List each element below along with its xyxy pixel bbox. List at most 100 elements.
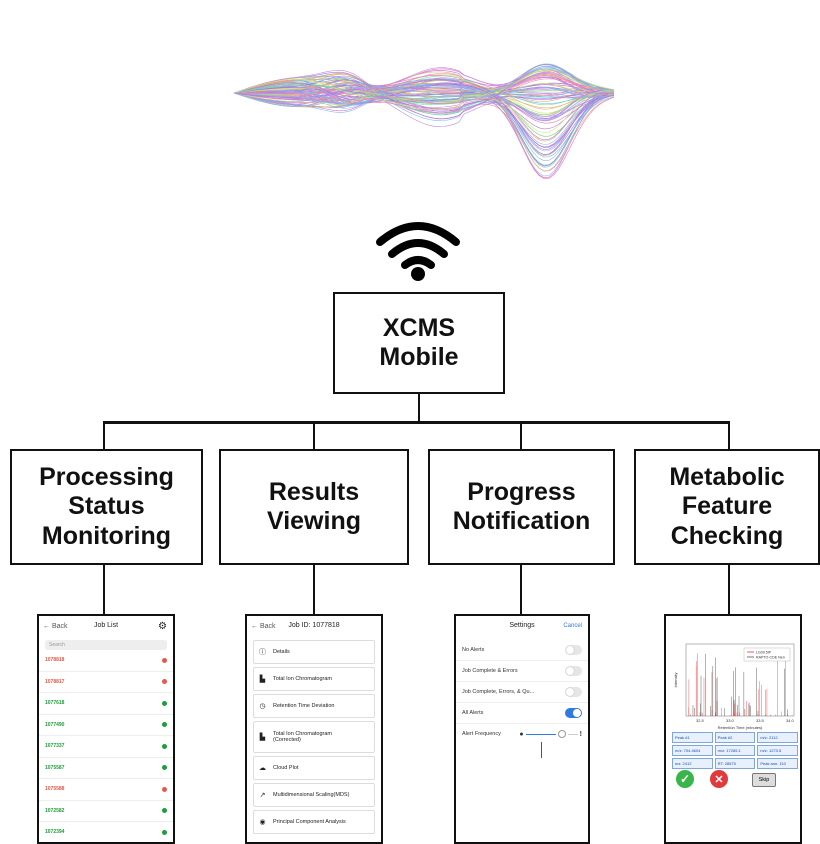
info-icon: ⓘ	[259, 649, 266, 656]
job-id: 1077337	[45, 743, 65, 750]
ok-status-icon	[162, 743, 167, 749]
job-id: 1078817	[45, 678, 65, 685]
alert-toggle[interactable]	[565, 708, 582, 718]
feature-table-cell: m/z: 2112	[757, 732, 798, 743]
back-label: Back	[259, 623, 276, 630]
skip-button[interactable]: Skip	[752, 773, 776, 787]
settings-row-label: No Alerts	[462, 647, 485, 653]
back-label: Back	[51, 623, 68, 630]
alert-frequency-label: Alert Frequency	[462, 731, 501, 737]
results-item-label: Total Ion Chromatogram	[273, 676, 332, 682]
x-tick-label: 34.0	[786, 718, 795, 723]
feature-table-cell: Peak ann. 110	[757, 758, 798, 769]
feature-table-cell: Peak #1	[672, 732, 713, 743]
frequency-slider[interactable]: ● !	[519, 730, 582, 738]
node-processing-status: Processing Status Monitoring	[10, 449, 203, 565]
results-item-label: Cloud Plot	[273, 765, 299, 771]
connector-child-3	[520, 421, 522, 450]
results-list: ⓘ Details ▙ Total Ion Chromatogram ◷Retentio…	[247, 640, 381, 834]
x-tick-label: 33.5	[756, 718, 765, 723]
ok-status-icon	[162, 765, 167, 771]
root-node: XCMS Mobile	[333, 292, 505, 394]
job-row[interactable]: 1077490	[39, 715, 173, 736]
phone-header: ← Back Job List ⚙	[39, 616, 173, 640]
ok-status-icon	[162, 829, 167, 835]
legend-entry: LG09.5iP	[756, 651, 772, 655]
bar-chart-icon: ▙	[259, 676, 266, 683]
node-label: Processing Status Monitoring	[39, 462, 174, 550]
node-label: Progress Notification	[452, 477, 591, 536]
settings-row-label: Job Complete & Errors	[462, 668, 518, 674]
y-axis-label: Intensity	[673, 673, 678, 688]
results-item-label: Multidimensional Scaling(MDS)	[273, 792, 350, 798]
results-item[interactable]: ⓘ Details	[253, 640, 375, 664]
back-button[interactable]: ← Back	[251, 623, 276, 630]
close-icon: ✕	[714, 773, 724, 786]
node-metabolic-feature: Metabolic Feature Checking	[634, 449, 820, 565]
results-item[interactable]: ↗ Multidimensional Scaling(MDS)	[253, 783, 375, 807]
job-row[interactable]: 1075588	[39, 779, 173, 801]
phone-title: Job List	[93, 622, 119, 629]
chromatogram-overlay-plot	[233, 63, 615, 179]
connector-horizontal	[103, 421, 730, 424]
settings-row: Job Complete & Errors	[456, 661, 588, 682]
alert-toggle[interactable]	[565, 645, 582, 655]
job-row[interactable]: 1078817	[39, 672, 173, 693]
settings-row-label: Job Complete, Errors, & Qu...	[462, 689, 535, 695]
feature-table-cell: m/z: 704.4604	[672, 745, 713, 756]
trend-icon: ↗	[259, 792, 266, 799]
connector-phone-2	[313, 565, 315, 615]
bar-chart-icon: ▙	[259, 734, 266, 741]
phone-header: ← Back Job ID: 1077818	[247, 616, 381, 640]
job-row[interactable]: 1077618	[39, 693, 173, 715]
reject-button[interactable]: ✕	[710, 770, 728, 788]
results-item[interactable]: ▙ Total Ion Chromatogram	[253, 667, 375, 691]
error-status-icon	[162, 657, 167, 663]
job-row[interactable]: 1072582	[39, 801, 173, 822]
approve-button[interactable]: ✓	[676, 770, 694, 788]
search-input[interactable]: Search	[45, 640, 167, 650]
job-id: 1075588	[45, 786, 65, 793]
settings-row: All Alerts	[456, 703, 588, 724]
x-tick-label: 32.5	[696, 718, 705, 723]
alert-toggle[interactable]	[565, 666, 582, 676]
connector-root-down	[418, 394, 420, 422]
job-row[interactable]: 1078818	[39, 650, 173, 672]
ok-status-icon	[162, 700, 167, 706]
job-row[interactable]: 1075587	[39, 758, 173, 779]
results-item-label: Principal Component Analysis	[273, 819, 346, 825]
gear-icon[interactable]: ⚙	[158, 621, 167, 632]
minus-icon: ●	[519, 730, 524, 738]
job-row[interactable]: 1077337	[39, 736, 173, 758]
node-progress-notification: Progress Notification	[428, 449, 615, 565]
results-item-label: Retention Time Deviation	[273, 703, 335, 709]
job-row[interactable]: 1072394	[39, 822, 173, 842]
connector-phone-1	[103, 565, 105, 615]
feature-table-cell: m/z: 17285.1	[714, 745, 756, 756]
feature-table-cell: mz: 2412	[672, 758, 713, 769]
alert-toggle[interactable]	[565, 687, 582, 697]
settings-row: Job Complete, Errors, & Qu...	[456, 682, 588, 703]
results-item[interactable]: ◷Retention Time Deviation	[253, 694, 375, 718]
results-item-label: Details	[273, 649, 290, 655]
results-item[interactable]: ◉Principal Component Analysis	[253, 810, 375, 834]
connector-child-2	[313, 421, 315, 450]
job-id: 1078818	[45, 657, 65, 664]
wifi-icon	[376, 222, 460, 281]
results-item[interactable]: ▙Total Ion Chromatogram (Corrected)	[253, 721, 375, 753]
connector-child-4	[728, 421, 730, 450]
back-button[interactable]: ← Back	[43, 623, 68, 630]
feature-table-cell: Peak #2	[714, 732, 756, 743]
settings-row: No Alerts	[456, 640, 588, 661]
cancel-button[interactable]: Cancel	[563, 623, 582, 629]
check-icon: ✓	[679, 772, 691, 786]
results-item[interactable]: ☁Cloud Plot	[253, 756, 375, 780]
alert-frequency-row: Alert Frequency ● !	[456, 724, 588, 744]
